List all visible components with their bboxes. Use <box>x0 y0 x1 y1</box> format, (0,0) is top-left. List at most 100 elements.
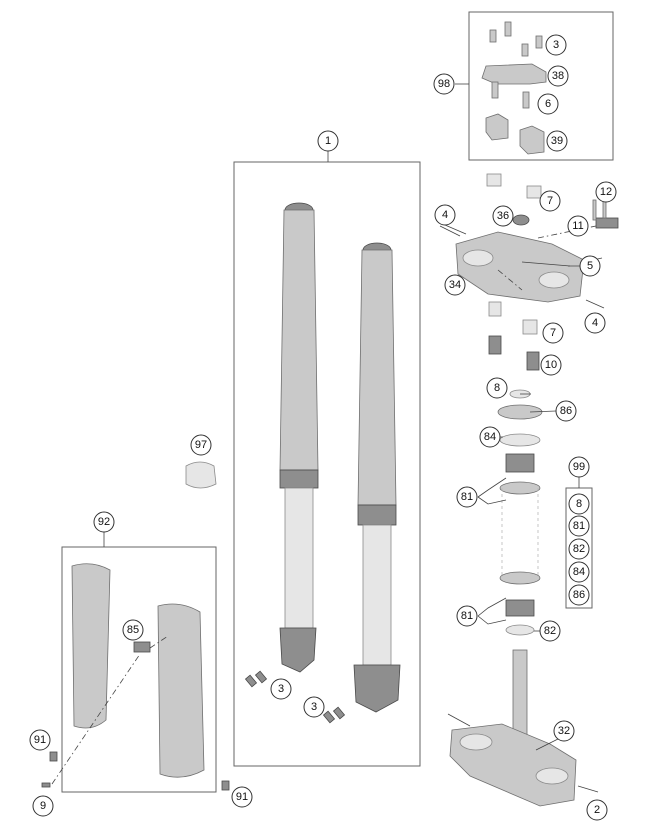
fork-protector-92-frame <box>61 546 217 793</box>
screw-91 <box>221 780 230 791</box>
fork-protectors-92 <box>41 563 230 791</box>
inner-tube <box>284 487 314 629</box>
cable-guide-85 <box>133 641 151 653</box>
callout-4: 4 <box>434 204 456 226</box>
callout-84: 84 <box>479 426 501 448</box>
callout-3: 3 <box>270 678 292 700</box>
svg-text:9: 9 <box>40 800 46 812</box>
callout-86: 86 <box>555 400 577 422</box>
svg-text:39: 39 <box>551 135 563 147</box>
handlebar-clamp-38 <box>481 63 547 85</box>
callout-97: 97 <box>190 434 212 456</box>
svg-text:7: 7 <box>550 327 556 339</box>
screw-12 <box>592 199 597 221</box>
bearing-81 <box>505 453 535 473</box>
callout-36: 36 <box>492 205 514 227</box>
callout-4: 4 <box>584 312 606 334</box>
bushing-10 <box>526 351 540 371</box>
svg-text:97: 97 <box>195 439 207 451</box>
svg-text:8: 8 <box>576 498 582 510</box>
svg-text:10: 10 <box>545 359 557 371</box>
svg-text:7: 7 <box>547 195 553 207</box>
svg-text:5: 5 <box>587 260 593 272</box>
callout-3: 3 <box>303 696 325 718</box>
svg-text:84: 84 <box>484 431 496 443</box>
svg-text:36: 36 <box>497 210 509 222</box>
callout-2: 2 <box>586 799 608 821</box>
outer-tube <box>279 209 319 471</box>
nut-36 <box>512 214 530 226</box>
head-tube-ghost <box>501 488 539 579</box>
screw-9 <box>41 782 51 788</box>
fork-assembly-1-frame <box>233 161 421 767</box>
callout-38: 38 <box>547 65 569 87</box>
outer-tube <box>357 249 397 506</box>
svg-text:2: 2 <box>594 804 600 816</box>
screw-4 <box>585 299 605 309</box>
bearing-81 <box>505 599 535 617</box>
screw-6 <box>491 81 499 99</box>
callout-81: 81 <box>568 515 590 537</box>
svg-text:99: 99 <box>573 461 585 473</box>
svg-text:81: 81 <box>461 491 473 503</box>
svg-text:92: 92 <box>98 516 110 528</box>
callout-1: 1 <box>317 130 339 152</box>
screw-3 <box>489 29 497 43</box>
bushing-10 <box>488 335 502 355</box>
callout-92: 92 <box>93 511 115 533</box>
callout-7: 7 <box>542 322 564 344</box>
callout-82: 82 <box>539 620 561 642</box>
svg-text:34: 34 <box>449 279 461 291</box>
callout-98: 98 <box>433 73 455 95</box>
handlebar-support-39 <box>519 125 545 155</box>
bushing-7 <box>486 173 502 187</box>
bushing-7 <box>522 319 538 335</box>
callout-81: 81 <box>456 486 478 508</box>
svg-text:84: 84 <box>573 566 585 578</box>
callout-8: 8 <box>486 377 508 399</box>
svg-text:3: 3 <box>553 39 559 51</box>
bearing-cup <box>499 571 541 585</box>
callout-8: 8 <box>568 493 590 515</box>
right-fork-leg <box>353 242 401 713</box>
kit-98-frame <box>468 11 614 161</box>
upper-triple-clamp-34 <box>455 173 619 371</box>
svg-text:86: 86 <box>560 405 572 417</box>
svg-text:85: 85 <box>127 624 139 636</box>
svg-text:12: 12 <box>600 186 612 198</box>
lower-triple-clamp-32 <box>447 649 599 807</box>
fork-protector-left <box>71 563 111 729</box>
svg-text:38: 38 <box>552 70 564 82</box>
callout-34: 34 <box>444 274 466 296</box>
callout-82: 82 <box>568 538 590 560</box>
callout-5: 5 <box>579 255 601 277</box>
svg-text:81: 81 <box>573 520 585 532</box>
bushing-7 <box>488 301 502 317</box>
seal-ring <box>279 469 319 489</box>
callout-7: 7 <box>539 190 561 212</box>
bearing-cup <box>499 481 541 495</box>
plate-11 <box>595 217 619 229</box>
svg-text:6: 6 <box>545 98 551 110</box>
callout-84: 84 <box>568 561 590 583</box>
screw-91 <box>49 751 58 762</box>
callout-91: 91 <box>29 729 51 751</box>
callout-81: 81 <box>456 605 478 627</box>
handlebar-support-39 <box>485 113 509 141</box>
callout-32: 32 <box>553 720 575 742</box>
axle-clamp <box>353 664 401 713</box>
svg-text:82: 82 <box>544 625 556 637</box>
svg-text:98: 98 <box>438 78 450 90</box>
svg-text:3: 3 <box>278 683 284 695</box>
inner-tube <box>362 524 392 666</box>
bushing-7 <box>526 185 542 199</box>
screw-2 <box>577 785 599 793</box>
svg-text:11: 11 <box>572 220 583 232</box>
svg-text:4: 4 <box>592 317 598 329</box>
steering-bearings <box>497 389 543 636</box>
callout-6: 6 <box>537 93 559 115</box>
svg-text:86: 86 <box>573 589 585 601</box>
svg-text:81: 81 <box>461 610 473 622</box>
screw-5 <box>521 261 571 267</box>
